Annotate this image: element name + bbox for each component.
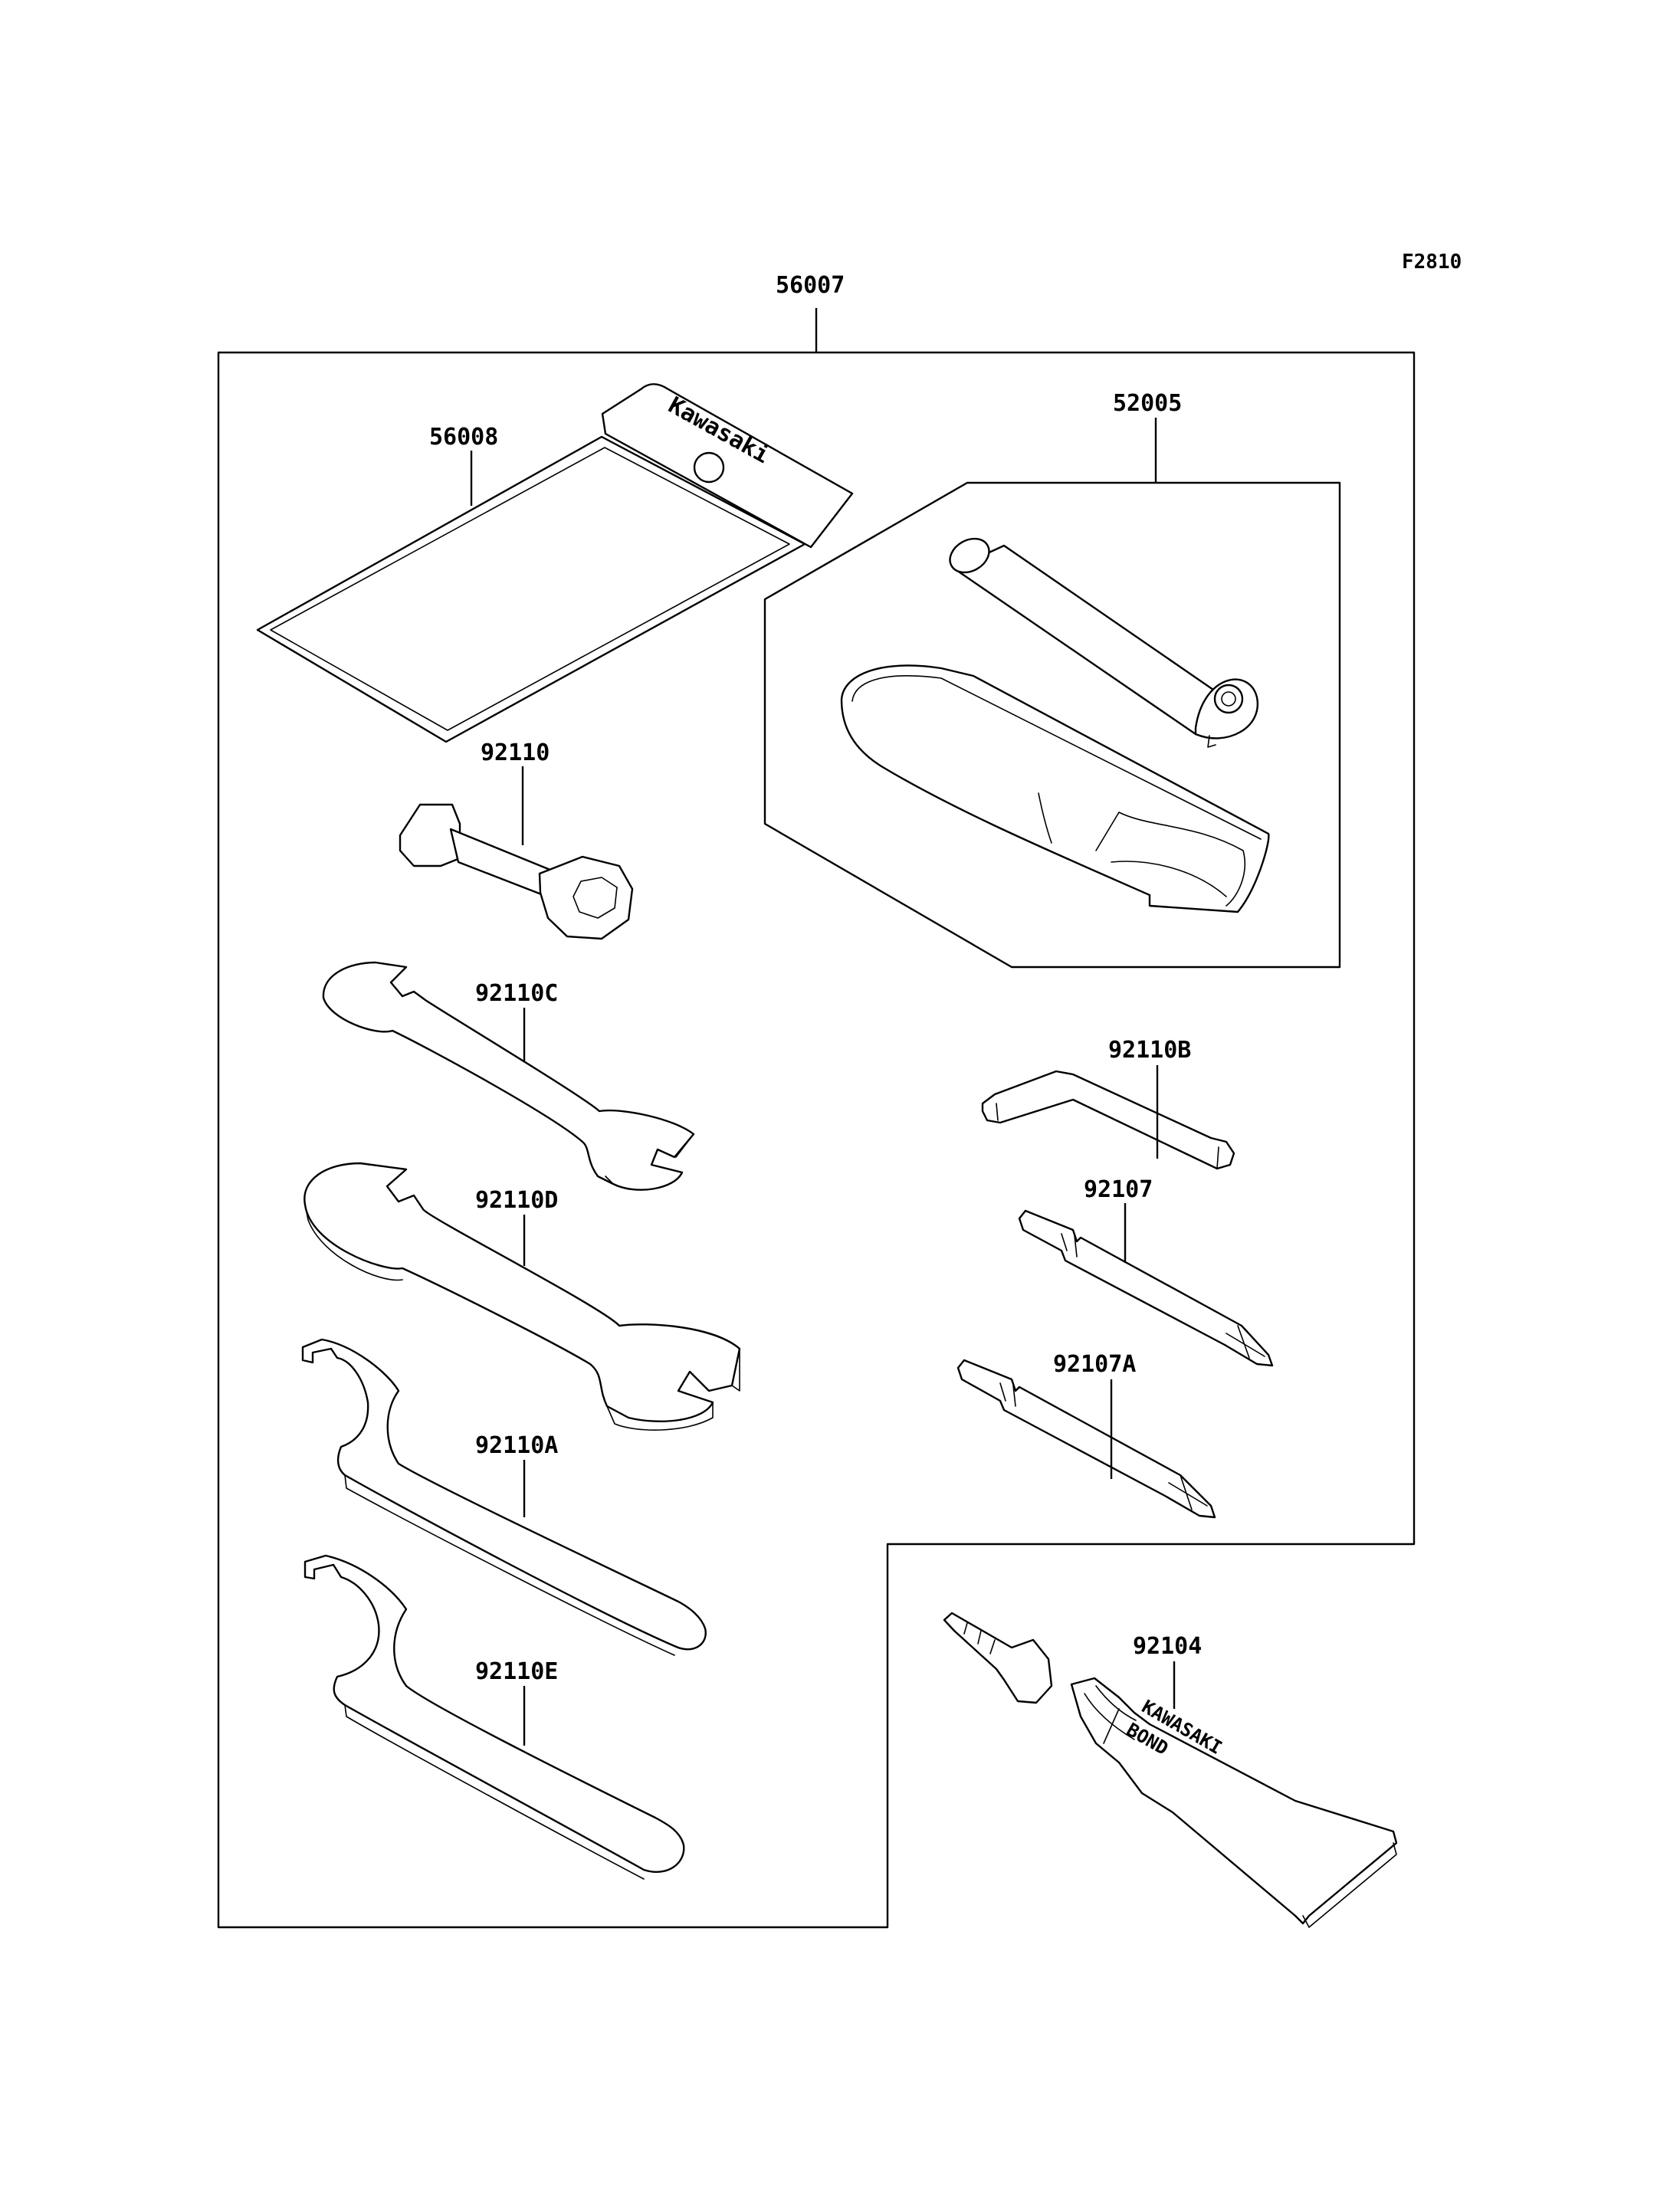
tube-wrench-icon (949, 537, 1259, 748)
hex-key-92110B: 92110B (981, 1037, 1235, 1170)
label-56007: 56007 (776, 272, 845, 299)
screwdriver-92107: 92107 (1018, 1176, 1274, 1367)
label-52005: 52005 (1113, 390, 1182, 417)
label-56008: 56008 (429, 424, 498, 451)
label-92110A: 92110A (475, 1432, 558, 1459)
pouch-snap-button (693, 451, 725, 484)
label-92104: 92104 (1133, 1633, 1202, 1660)
wrench-92110C: 92110C (322, 961, 695, 1191)
kit-boundary (217, 351, 1416, 1929)
label-92107A: 92107A (1053, 1351, 1136, 1378)
label-92110E: 92110E (475, 1658, 558, 1685)
label-92110C: 92110C (475, 980, 558, 1007)
wrench-92110D: 92110D (304, 1162, 741, 1431)
kit-56007: 56007 (217, 272, 1416, 1929)
tool-pouch-56008: Kawasaki 56008 (256, 383, 854, 743)
label-92110D: 92110D (475, 1187, 558, 1214)
plug-wrench-set-52005: 52005 (763, 390, 1341, 969)
cloth-bag-icon (840, 664, 1270, 913)
label-92110B: 92110B (1108, 1037, 1191, 1064)
plug-wrench-92110: 92110 (399, 739, 634, 940)
label-92110: 92110 (481, 739, 550, 766)
figure-code: F2810 (1402, 251, 1462, 274)
hook-wrench-92110E: 92110E (304, 1554, 685, 1880)
screwdriver-92107A: 92107A (956, 1351, 1216, 1519)
set-52005-boundary (763, 481, 1341, 969)
hook-wrench-92110A: 92110A (301, 1338, 707, 1656)
bond-tube-92104: KAWASAKI BOND 92104 (943, 1612, 1398, 1928)
label-92107: 92107 (1084, 1176, 1153, 1203)
